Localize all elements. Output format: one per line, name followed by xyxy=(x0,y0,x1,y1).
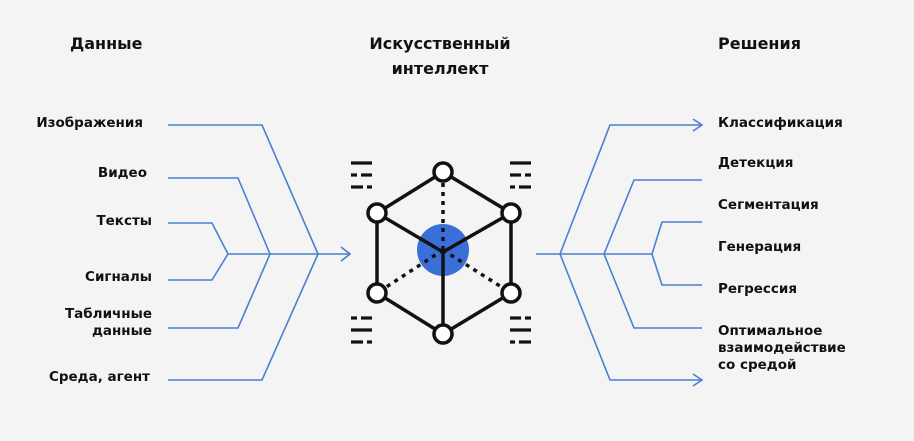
connector-generation xyxy=(559,253,702,381)
cube-node-lower-right xyxy=(500,282,522,304)
cube-network-icon xyxy=(366,161,522,345)
output-segmentation-label: Сегментация xyxy=(718,197,819,213)
output-arrowhead-classification xyxy=(692,118,704,132)
data-heading: Данные xyxy=(70,34,143,53)
connector-signals xyxy=(168,253,229,281)
input-texts-label: Тексты xyxy=(96,213,152,229)
cube-node-top xyxy=(432,161,454,183)
output-connectors xyxy=(536,118,704,387)
input-tabular-line1: Табличные xyxy=(64,306,152,322)
output-arrowhead-generation xyxy=(692,373,704,387)
cube-node-lower-left xyxy=(366,282,388,304)
connector-segmentation xyxy=(651,221,702,255)
output-detection-label: Детекция xyxy=(718,155,794,171)
output-interaction-line3: со средой xyxy=(718,357,797,373)
connector-video xyxy=(168,177,271,255)
output-regression-label: Регрессия xyxy=(718,281,798,297)
connector-detection xyxy=(603,179,702,255)
input-signals-label: Сигналы xyxy=(85,269,152,285)
input-video-label: Видео xyxy=(97,165,147,181)
input-tabular-label: Табличные данные xyxy=(0,306,152,340)
dash-pattern-icon xyxy=(351,161,531,344)
output-classification-label: Классификация xyxy=(718,115,843,131)
ai-heading: Искусственный интеллект xyxy=(345,33,535,80)
connector-classification xyxy=(559,124,702,255)
cube-node-upper-left xyxy=(366,202,388,224)
output-generation-label: Генерация xyxy=(718,239,802,255)
input-connectors xyxy=(168,124,352,381)
output-interaction-label: Оптимальное взаимодействие со средой xyxy=(718,323,846,374)
connector-regression xyxy=(651,253,702,286)
input-images-label: Изображения xyxy=(36,115,143,131)
connector-tabular xyxy=(168,253,271,329)
connector-environment xyxy=(168,253,319,381)
ai-heading-line2: интеллект xyxy=(391,59,489,78)
output-interaction-line1: Оптимальное xyxy=(718,323,823,339)
ai-heading-line1: Искусственный xyxy=(369,34,511,53)
cube-node-bottom xyxy=(432,323,454,345)
connector-interaction xyxy=(603,253,702,329)
input-tabular-line2: данные xyxy=(91,323,152,339)
input-arrowhead xyxy=(340,246,352,262)
cube-node-upper-right xyxy=(500,202,522,224)
solutions-heading: Решения xyxy=(718,34,801,53)
connector-texts xyxy=(168,222,229,255)
output-interaction-line2: взаимодействие xyxy=(718,340,846,356)
connector-images xyxy=(168,124,319,255)
input-environment-label: Среда, агент xyxy=(48,369,150,385)
